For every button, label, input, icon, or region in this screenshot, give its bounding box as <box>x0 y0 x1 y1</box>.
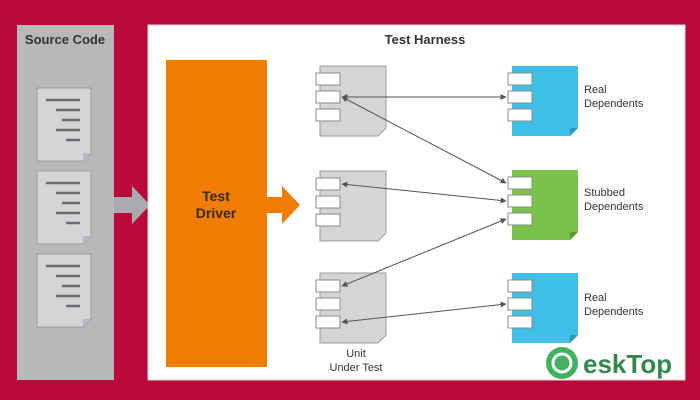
arrow-unit3-real-bottom <box>341 301 507 325</box>
dependent-label-2-line1: Stubbed <box>584 187 625 199</box>
dependent-label-1-line2: Dependents <box>584 98 644 110</box>
test-driver-box <box>166 60 267 367</box>
source-document-1 <box>36 87 92 162</box>
unit-module-1 <box>315 65 387 137</box>
arrow-unit1-stubbed <box>341 96 507 184</box>
unit-label-line2: Under Test <box>330 362 383 374</box>
watermark: eskTop <box>546 347 672 379</box>
driver-to-unit-arrow <box>267 186 300 224</box>
watermark-logo-icon <box>546 347 578 379</box>
dependent-label-3-line2: Dependents <box>584 306 644 318</box>
arrow-unit3-stubbed <box>341 218 507 287</box>
source-document-2 <box>36 170 92 245</box>
source-code-title: Source Code <box>25 32 105 47</box>
test-driver-label-line1: Test <box>202 188 230 204</box>
dependent-label-1-line1: Real <box>584 84 607 96</box>
unit-label-line1: Unit <box>346 348 366 360</box>
watermark-text: eskTop <box>583 349 672 379</box>
unit-module-2 <box>315 170 387 242</box>
arrow-unit2-stubbed <box>341 181 507 204</box>
unit-module-3 <box>315 272 387 344</box>
dependent-module-real-bottom <box>507 273 578 343</box>
dependent-module-real-top <box>507 66 578 136</box>
source-to-harness-arrow <box>114 186 150 224</box>
dependent-module-stubbed <box>507 170 578 240</box>
dependent-label-3-line1: Real <box>584 292 607 304</box>
dependent-label-2-line2: Dependents <box>584 201 644 213</box>
source-document-3 <box>36 253 92 328</box>
test-harness-title: Test Harness <box>385 32 466 47</box>
test-driver-label-line2: Driver <box>196 205 237 221</box>
